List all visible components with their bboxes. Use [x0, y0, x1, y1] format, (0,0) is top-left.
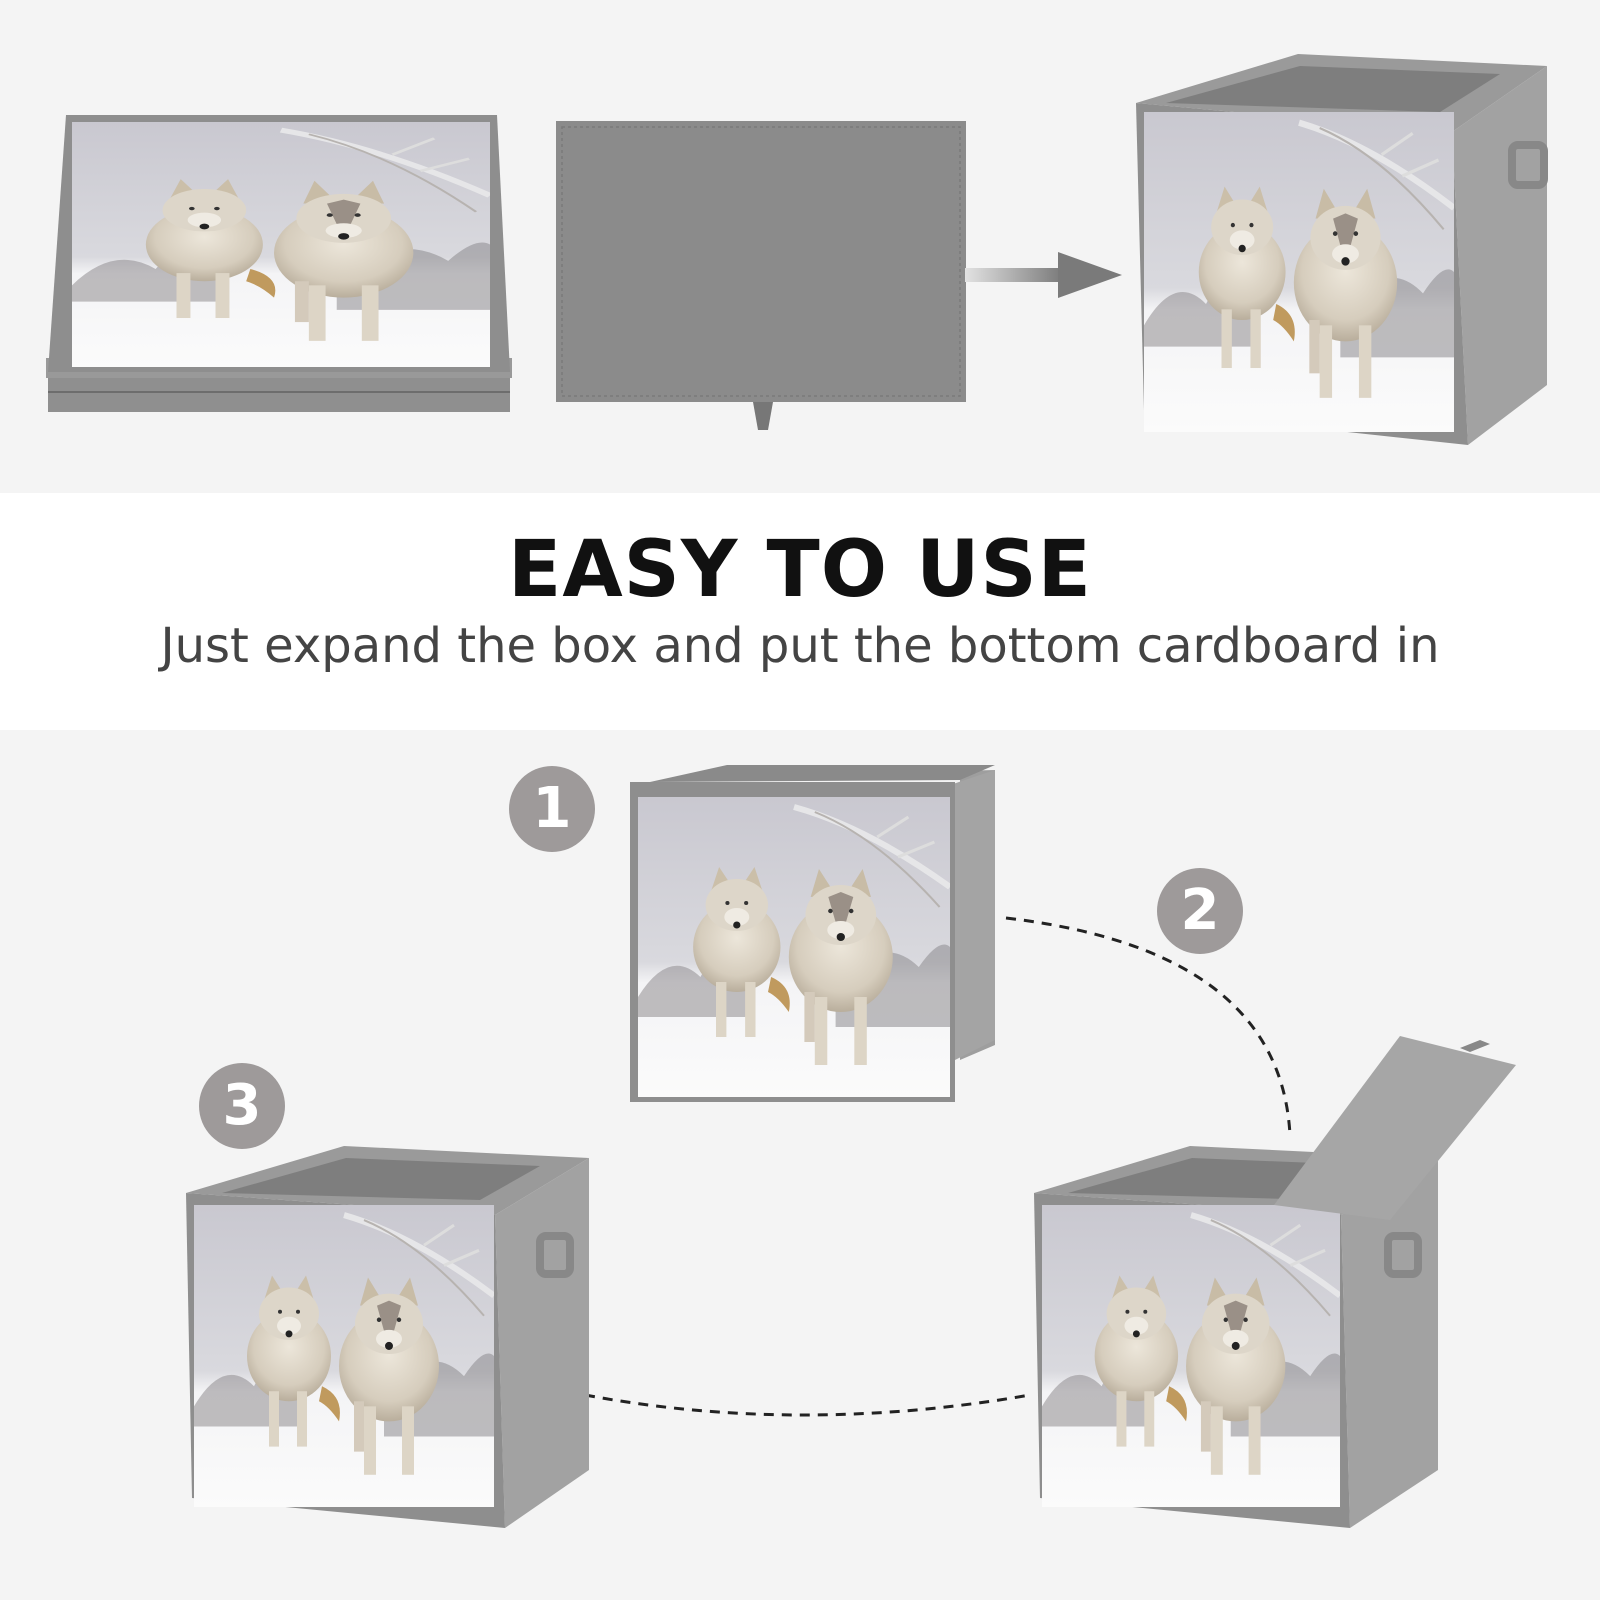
step-badge-2: 2: [1157, 868, 1243, 954]
assembled-box-top: [1136, 54, 1548, 445]
step-4-box: [1034, 1036, 1516, 1528]
dashed-path-3: [584, 1393, 1031, 1417]
step-3-box: [186, 1146, 589, 1528]
dashed-path-2: [1005, 916, 1292, 1136]
step-badge-3: 3: [199, 1063, 285, 1149]
step-1-box: [630, 765, 995, 1102]
step-badge-1: 1: [509, 766, 595, 852]
bottom-cardboard: [556, 121, 966, 430]
arrow-icon: [965, 252, 1122, 298]
folded-box: [46, 115, 512, 412]
page-title: EASY TO USE: [508, 525, 1092, 615]
page-subtitle: Just expand the box and put the bottom c…: [160, 618, 1440, 674]
heading-band: [0, 493, 1600, 730]
